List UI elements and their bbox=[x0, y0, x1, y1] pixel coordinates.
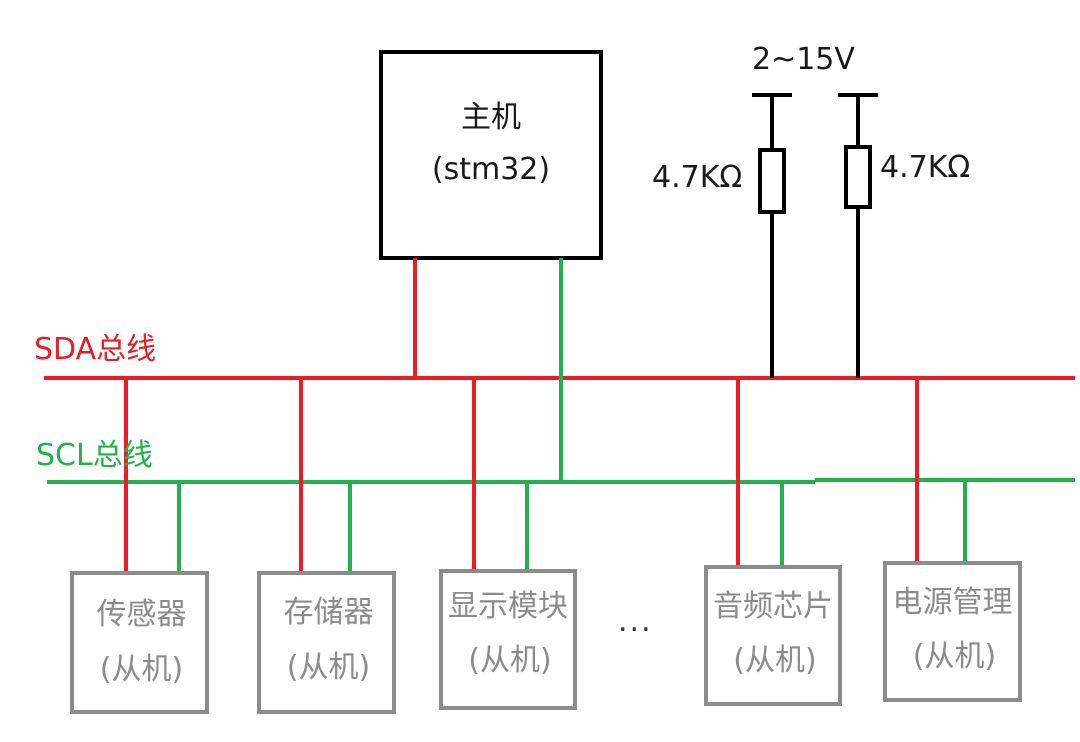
slave-2-role: (从机) bbox=[286, 650, 371, 685]
supply-voltage: 2~15V bbox=[752, 42, 855, 77]
sda-bus-label: SDA总线 bbox=[34, 332, 157, 367]
slave-4-name: 音频芯片 bbox=[713, 589, 833, 624]
pullup-resistor-right bbox=[838, 93, 878, 378]
host-model: (stm32) bbox=[431, 152, 551, 187]
resistor-right-value: 4.7KΩ bbox=[880, 150, 971, 185]
slave-5-name: 电源管理 bbox=[892, 585, 1013, 620]
host-label: 主机 bbox=[461, 100, 521, 135]
slave-2-name: 存储器 bbox=[283, 595, 374, 630]
slave-3-shapes bbox=[439, 378, 577, 710]
slave-3-name: 显示模块 bbox=[448, 589, 568, 624]
slave-3-role: (从机) bbox=[468, 643, 552, 678]
slave-1-shapes bbox=[70, 378, 209, 714]
pullup-resistor-left bbox=[752, 93, 792, 378]
slave-4-shapes bbox=[704, 378, 842, 706]
scl-bus-label: SCL总线 bbox=[36, 438, 153, 473]
resistor-left-value: 4.7KΩ bbox=[652, 160, 743, 195]
slave-1-name: 传感器 bbox=[96, 597, 187, 632]
more-slaves-ellipsis: ... bbox=[618, 604, 653, 639]
host-box bbox=[379, 50, 603, 260]
slave-5-shapes bbox=[883, 378, 1022, 702]
slave-4-role: (从机) bbox=[733, 643, 817, 678]
slave-5-role: (从机) bbox=[912, 639, 997, 674]
slave-1-role: (从机) bbox=[99, 652, 184, 687]
slave-2-shapes bbox=[257, 378, 396, 714]
